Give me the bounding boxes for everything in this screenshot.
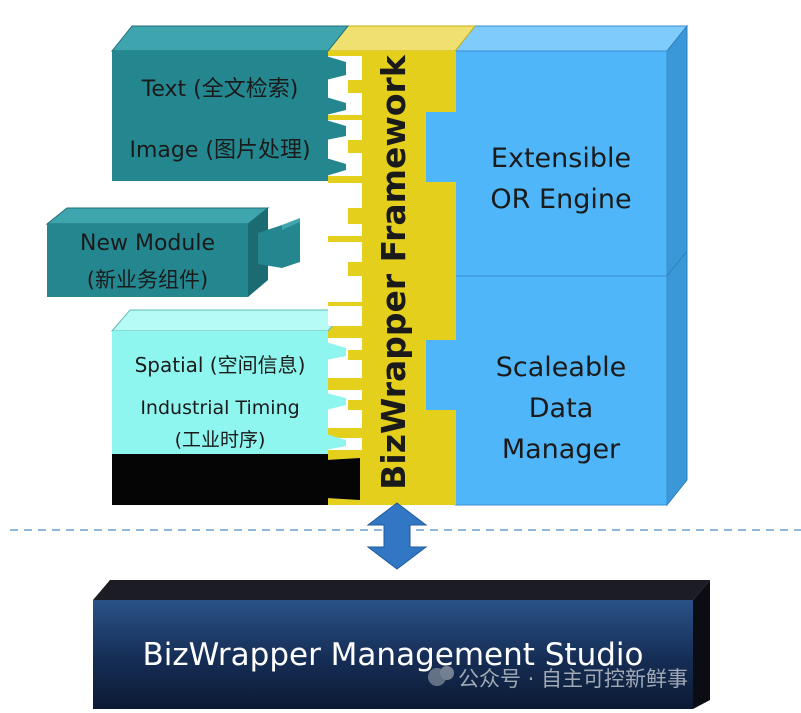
new-module-face <box>47 224 248 297</box>
or-engine-sublabel: OR Engine <box>490 184 632 215</box>
engine-notch <box>425 340 456 410</box>
new-module-top <box>45 207 270 225</box>
module-tabs <box>326 56 360 500</box>
studio-side <box>693 580 710 709</box>
text-module <box>112 51 328 121</box>
watermark-logo-icon <box>428 666 454 686</box>
engine-block <box>425 24 689 507</box>
management-studio-block <box>93 580 710 709</box>
studio-top <box>93 580 710 600</box>
or-engine-panel <box>454 50 668 277</box>
industrial-module-label: Industrial Timing <box>140 397 300 419</box>
engine-block-side <box>666 24 688 507</box>
lower-module-top <box>110 309 348 332</box>
studio-face <box>93 600 693 709</box>
spatial-module <box>112 331 328 386</box>
new-module-label: New Module <box>80 231 215 256</box>
data-manager-sublabel-3: Manager <box>501 434 621 465</box>
data-manager-panel <box>454 275 668 506</box>
new-module-connector <box>258 222 300 268</box>
image-module-label: Image (图片处理) <box>129 138 311 163</box>
data-manager-label: Scaleable <box>495 352 627 383</box>
lower-module-block <box>110 309 348 505</box>
new-module-sublabel: (新业务组件) <box>86 268 209 292</box>
image-module <box>112 121 328 181</box>
new-module-block <box>45 207 300 297</box>
watermark-text: 公众号 · 自主可控新鲜事 <box>458 667 689 691</box>
industrial-module-sublabel: (工业时序) <box>174 429 266 451</box>
spatial-module-label: Spatial (空间信息) <box>134 353 306 377</box>
bidirectional-arrow-icon <box>366 502 428 570</box>
framework-title: BizWrapper Framework <box>373 54 413 490</box>
studio-title: BizWrapper Management Studio <box>142 637 644 673</box>
black-module <box>112 454 328 505</box>
engine-block-top <box>453 25 689 52</box>
data-manager-sublabel-2: Data <box>528 393 594 424</box>
engine-notch <box>425 112 456 182</box>
text-module-label: Text (全文检索) <box>141 77 299 102</box>
upper-module-top <box>110 25 350 52</box>
framework-bar-top <box>326 25 477 52</box>
upper-module-block <box>110 25 350 181</box>
industrial-module <box>112 386 328 454</box>
or-engine-label: Extensible <box>490 143 632 174</box>
